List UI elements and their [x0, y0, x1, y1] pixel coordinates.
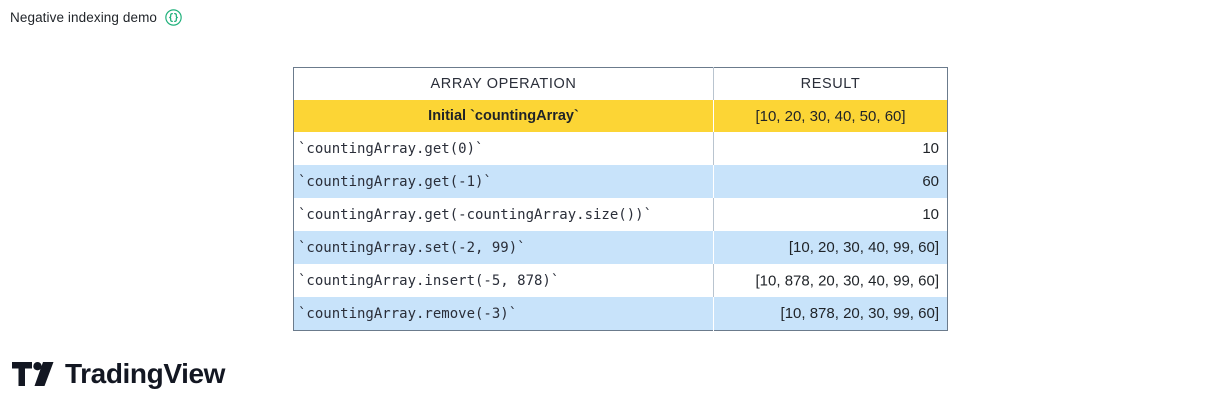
cell-result: 10 [713, 132, 948, 165]
table-row: `countingArray.get(0)` 10 [293, 132, 948, 165]
table-row-initial: Initial `countingArray` [10, 20, 30, 40,… [293, 100, 948, 132]
cell-result: [10, 878, 20, 30, 40, 99, 60] [713, 264, 948, 297]
cell-result: [10, 20, 30, 40, 50, 60] [713, 100, 948, 132]
page-caption: Negative indexing demo [10, 7, 182, 27]
cell-operation: Initial `countingArray` [293, 100, 714, 132]
brand-name: TradingView [65, 358, 226, 389]
braces-icon [165, 8, 182, 26]
cell-operation: `countingArray.set(-2, 99)` [293, 231, 714, 264]
cell-operation: `countingArray.insert(-5, 878)` [293, 264, 714, 297]
table-row: `countingArray.remove(-3)` [10, 878, 20,… [293, 297, 948, 331]
cell-result: [10, 20, 30, 40, 99, 60] [713, 231, 948, 264]
column-header-result: RESULT [713, 67, 948, 100]
column-header-array-operation: ARRAY OPERATION [293, 67, 714, 100]
tradingview-branding: TradingView [12, 360, 225, 388]
tradingview-logo-icon [12, 361, 56, 387]
table-header-row: ARRAY OPERATION RESULT [293, 67, 948, 100]
table-row: `countingArray.set(-2, 99)` [10, 20, 30,… [293, 231, 948, 264]
table-row: `countingArray.get(-1)` 60 [293, 165, 948, 198]
cell-operation: `countingArray.remove(-3)` [293, 297, 714, 331]
cell-operation: `countingArray.get(-1)` [293, 165, 714, 198]
array-operations-table: ARRAY OPERATION RESULT Initial `counting… [293, 67, 948, 331]
cell-result-text: [10, 878, 20, 30, 40, 99, 60] [749, 272, 939, 289]
cell-operation: `countingArray.get(0)` [293, 132, 714, 165]
cell-operation: `countingArray.get(-countingArray.size()… [293, 198, 714, 231]
cell-result: 60 [713, 165, 948, 198]
table-row: `countingArray.get(-countingArray.size()… [293, 198, 948, 231]
cell-result: 10 [713, 198, 948, 231]
table-row: `countingArray.insert(-5, 878)` [10, 878… [293, 264, 948, 297]
page-title: Negative indexing demo [10, 9, 158, 25]
cell-result: [10, 878, 20, 30, 99, 60] [713, 297, 948, 331]
